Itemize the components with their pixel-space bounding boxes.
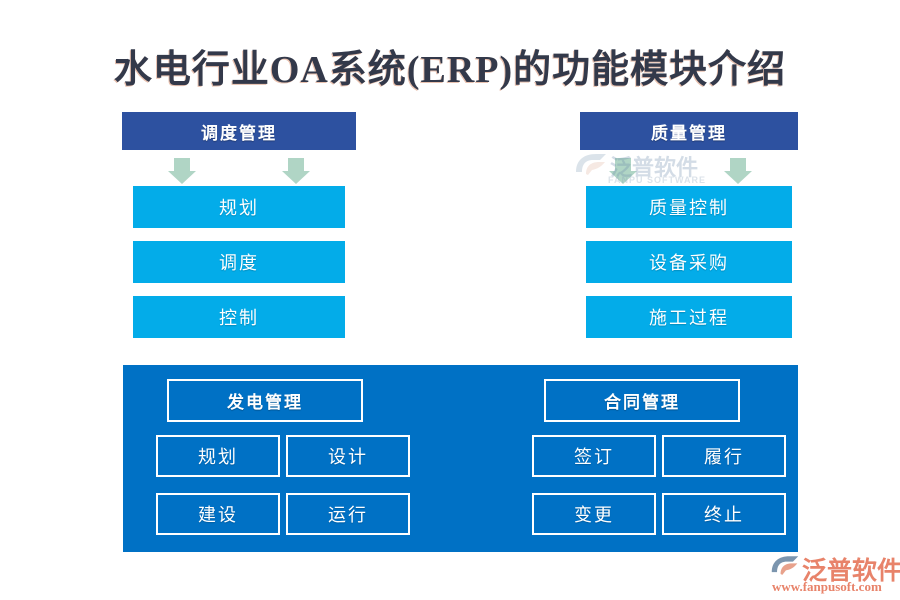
sub-box-contract-1[interactable]: 签订 bbox=[532, 435, 656, 477]
brand-url: www.fanpusoft.com bbox=[772, 579, 882, 594]
column-header-dispatch: 调度管理 bbox=[122, 112, 356, 150]
sub-box-contract-2[interactable]: 履行 bbox=[662, 435, 786, 477]
arrow-down-icon bbox=[608, 156, 638, 186]
bottom-panel: 发电管理 规划 设计 建设 运行 合同管理 签订 履行 变更 终止 bbox=[123, 365, 798, 552]
column-header-quality: 质量管理 bbox=[580, 112, 798, 150]
sub-box-generation-1[interactable]: 规划 bbox=[156, 435, 280, 477]
brand-logo: 泛普软件 www.fanpusoft.com bbox=[770, 550, 900, 596]
brand-name: 泛普软件 bbox=[802, 558, 900, 585]
item-box-dispatch-2[interactable]: 调度 bbox=[133, 241, 345, 283]
sub-box-generation-2[interactable]: 设计 bbox=[286, 435, 410, 477]
item-box-dispatch-3[interactable]: 控制 bbox=[133, 296, 345, 338]
sub-box-contract-3[interactable]: 变更 bbox=[532, 493, 656, 535]
sub-box-generation-4[interactable]: 运行 bbox=[286, 493, 410, 535]
item-box-dispatch-1[interactable]: 规划 bbox=[133, 186, 345, 228]
item-box-quality-1[interactable]: 质量控制 bbox=[586, 186, 792, 228]
group-header-contract: 合同管理 bbox=[544, 379, 740, 422]
arrow-down-icon bbox=[723, 156, 753, 186]
arrow-down-icon bbox=[167, 156, 197, 186]
sub-box-generation-3[interactable]: 建设 bbox=[156, 493, 280, 535]
group-header-power-generation: 发电管理 bbox=[167, 379, 363, 422]
item-box-quality-2[interactable]: 设备采购 bbox=[586, 241, 792, 283]
page-title: 水电行业OA系统(ERP)的功能模块介绍 bbox=[113, 49, 787, 91]
sub-box-contract-4[interactable]: 终止 bbox=[662, 493, 786, 535]
arrow-down-icon bbox=[281, 156, 311, 186]
fanpu-logo-icon bbox=[574, 152, 608, 183]
fanpu-logo-icon bbox=[770, 554, 800, 583]
item-box-quality-3[interactable]: 施工过程 bbox=[586, 296, 792, 338]
